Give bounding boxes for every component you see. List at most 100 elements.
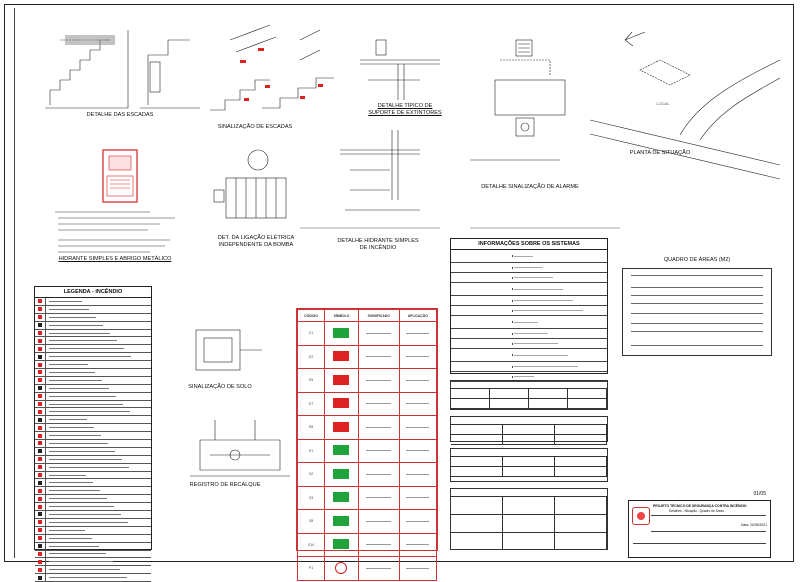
legend-title: LEGENDA - INCÊNDIO <box>35 287 151 298</box>
fire-department-logo <box>632 507 650 525</box>
legend-rows <box>35 298 151 582</box>
areas-title: QUADRO DE ÁREAS (M2) <box>663 257 731 263</box>
sign-code: E5 <box>296 368 326 393</box>
sign-code: S2 <box>296 462 326 487</box>
systems-info-panel: INFORMAÇÕES SOBRE OS SISTEMAS <box>450 238 608 382</box>
legend-row <box>35 305 151 314</box>
legend-row <box>35 392 151 401</box>
pump-electrical-drawing <box>213 149 287 219</box>
sign-symbol-icon <box>333 445 350 456</box>
legend-row <box>35 376 151 385</box>
legend-row <box>35 574 151 582</box>
stairs-signage-drawing <box>210 24 334 111</box>
sign-symbol-icon <box>333 398 350 409</box>
legend-row <box>35 566 151 575</box>
legend-row <box>35 447 151 456</box>
systems-row <box>451 339 607 349</box>
systems-row <box>451 273 607 283</box>
table-block-4 <box>450 488 608 550</box>
sign-row: S8 <box>296 509 438 534</box>
extinguisher-support-drawing <box>360 39 440 100</box>
legend-row <box>35 408 151 417</box>
sign-row: S3 <box>296 485 438 510</box>
hydrant-cabinet-drawing <box>102 149 138 203</box>
simple-hydrant-drawing <box>340 130 420 211</box>
legend-row <box>35 463 151 472</box>
sign-code: E8 <box>296 415 326 440</box>
signs-header-symbol: SÍMBOLO <box>324 309 359 322</box>
legend-row <box>35 369 151 377</box>
legend-row <box>35 455 151 464</box>
legend-row <box>35 313 151 322</box>
site-local-label: LOCAL <box>656 101 670 106</box>
legend-row <box>35 542 151 551</box>
sign-symbol-icon <box>333 327 350 338</box>
sign-code: E1 <box>296 438 326 463</box>
sign-row: C1 <box>296 321 438 346</box>
recalque-caption: REGISTRO DE RECALQUE <box>189 482 261 488</box>
legend-row <box>35 550 151 559</box>
legend-row <box>35 479 151 488</box>
alarm-signage-drawing <box>470 39 566 161</box>
legend-row <box>35 424 151 433</box>
legend-row <box>35 345 151 354</box>
legend-row <box>35 337 151 346</box>
project-subtitle: Detalhes - Situação - Quadro de Áreas <box>669 509 724 513</box>
site-plan-drawing <box>589 31 781 180</box>
table-block-2 <box>450 416 608 445</box>
areas-panel: QUADRO DE ÁREAS (M2) <box>622 257 772 356</box>
sign-row: S14 <box>296 532 438 557</box>
sign-symbol-icon <box>335 561 348 574</box>
sign-symbol-icon <box>333 468 350 479</box>
extinguisher-caption: DETALHE TÍPICO DE SUPORTE DE EXTINTORES <box>368 103 442 116</box>
project-date: Data: 22/05/2021 <box>740 523 767 527</box>
systems-row <box>451 250 607 263</box>
systems-row <box>451 306 607 316</box>
sign-row: E1 <box>296 438 438 463</box>
legend-row <box>35 503 151 512</box>
legend-row <box>35 384 151 393</box>
table-block-1 <box>450 380 608 410</box>
sign-symbol-icon <box>333 515 350 526</box>
sheet-number: 01/05 <box>753 491 766 497</box>
simple-hydrant-caption: DETALHE HIDRANTE SIMPLES DE INCÊNDIO <box>337 238 419 251</box>
systems-row <box>451 263 607 273</box>
sign-symbol-icon <box>333 351 350 362</box>
legend-row <box>35 321 151 330</box>
legend-row <box>35 495 151 504</box>
legend-row <box>35 353 151 362</box>
systems-row <box>451 329 607 339</box>
legend-row <box>35 440 151 448</box>
sign-code: S3 <box>296 485 326 510</box>
legend-row <box>35 329 151 338</box>
drawing-frame <box>14 8 787 558</box>
systems-row <box>451 316 607 329</box>
sign-row: E8 <box>296 415 438 440</box>
legend-row <box>35 526 151 535</box>
sign-row: S2 <box>296 462 438 487</box>
sign-code: S14 <box>296 532 326 557</box>
recalque-drawing <box>190 420 290 477</box>
legend-row <box>35 432 151 441</box>
legend-row <box>35 471 151 480</box>
title-block: PROJETO TÉCNICO DE SEGURANÇA CONTRA INCÊ… <box>628 491 771 558</box>
legend-row <box>35 298 151 306</box>
legend-row <box>35 511 151 519</box>
sign-row: P1 <box>296 556 438 581</box>
systems-row <box>451 283 607 296</box>
systems-row <box>451 372 607 382</box>
legend-row <box>35 558 151 567</box>
sign-row: E7 <box>296 391 438 416</box>
alarm-caption: DETALHE SINALIZAÇÃO DE ALARME <box>481 184 579 190</box>
legend-row <box>35 487 151 496</box>
sign-code: E7 <box>296 391 326 416</box>
legend-row <box>35 416 151 425</box>
hydrant-cabinet-caption: HIDRANTE SIMPLES E ABRIGO METÁLICO <box>58 256 172 262</box>
sign-code: C1 <box>296 321 326 346</box>
sign-row: E5 <box>296 368 438 393</box>
legend-row <box>35 534 151 543</box>
legend-row <box>35 518 151 527</box>
signs-header-meaning: SIGNIFICADO <box>357 309 400 322</box>
legend-row <box>35 361 151 370</box>
